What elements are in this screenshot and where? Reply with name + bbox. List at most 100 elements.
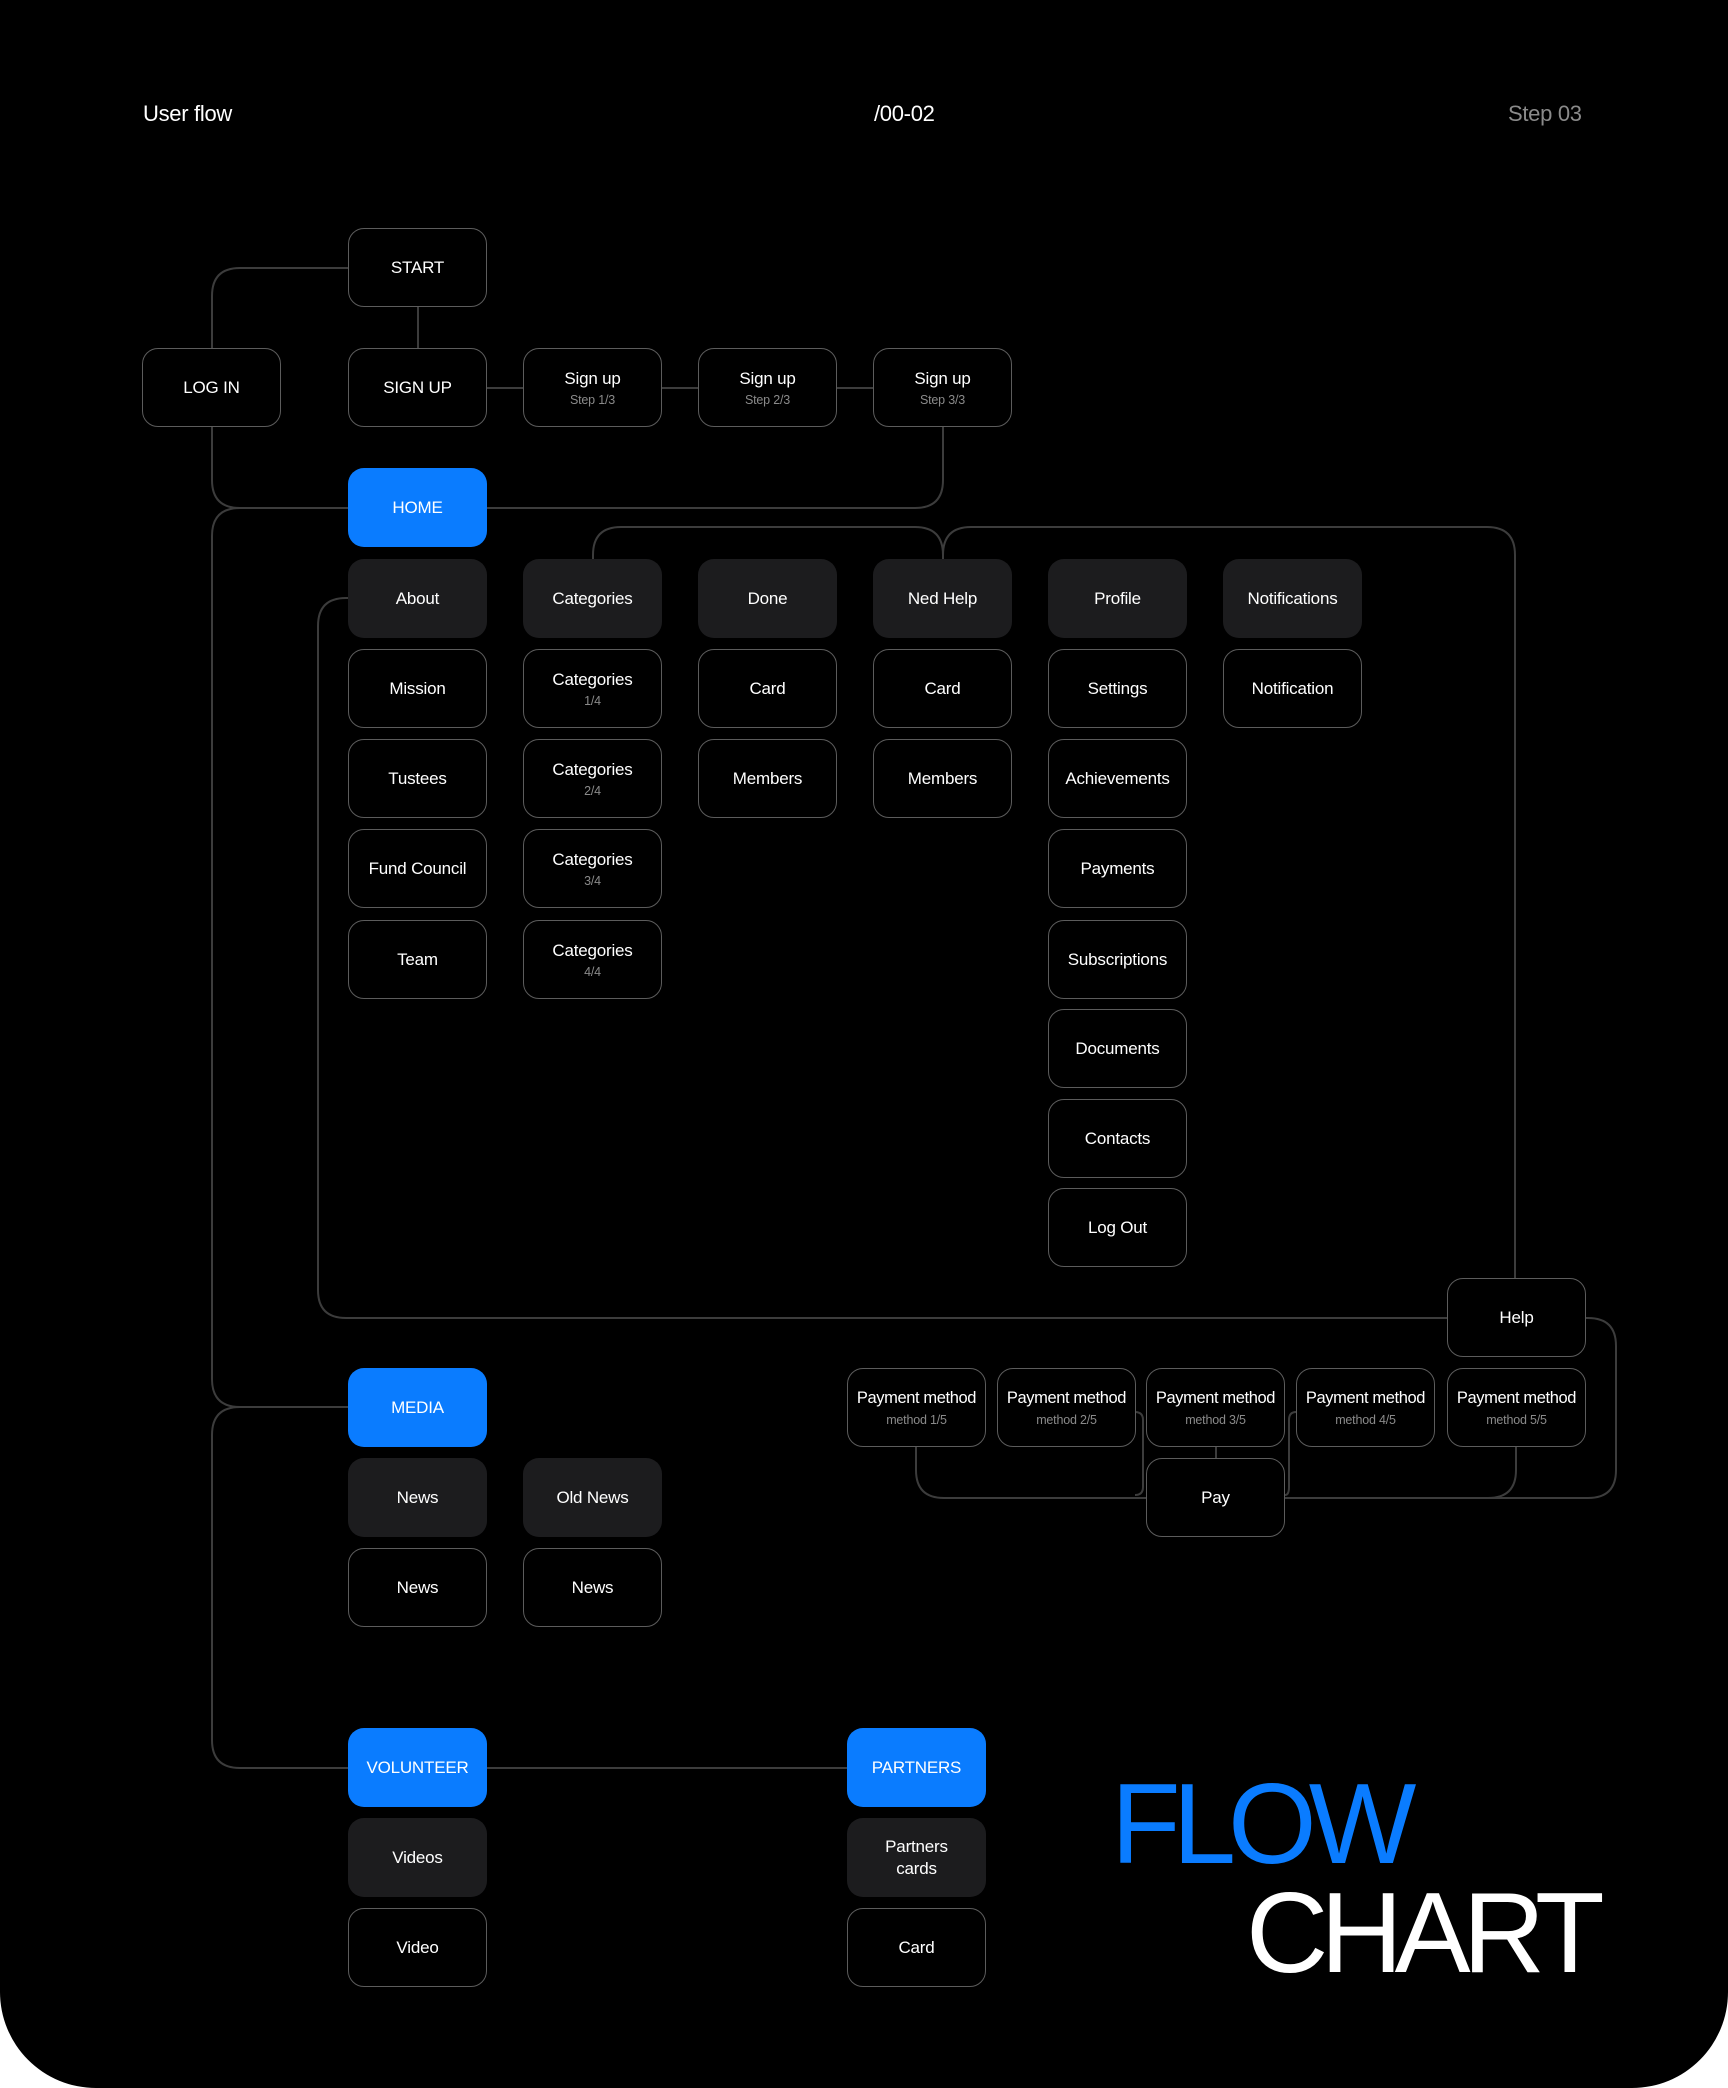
node-sublabel: 4/4: [584, 964, 601, 979]
node-partners-cards[interactable]: Partners cards: [847, 1818, 986, 1897]
node-label: MEDIA: [391, 1398, 444, 1417]
connector-about-help: [317, 597, 1447, 1319]
node-login[interactable]: LOG IN: [142, 348, 281, 427]
node-label: Members: [907, 769, 978, 788]
node-team[interactable]: Team: [348, 920, 487, 999]
node-notifications[interactable]: Notifications: [1223, 559, 1362, 638]
node-label: Fund Council: [368, 859, 467, 878]
node-volunteer[interactable]: VOLUNTEER: [348, 1728, 487, 1807]
node-categories-4[interactable]: Categories 4/4: [523, 920, 662, 999]
node-sublabel: 2/4: [584, 783, 601, 798]
connector-media-volunteer: [211, 1406, 348, 1769]
node-label: About: [395, 589, 440, 608]
node-label: Card: [898, 1938, 935, 1957]
node-old-news-item[interactable]: News: [523, 1548, 662, 1627]
node-label: Subscriptions: [1067, 950, 1168, 969]
node-label: News: [571, 1578, 614, 1597]
node-old-news-header[interactable]: Old News: [523, 1458, 662, 1537]
header-title: User flow: [143, 101, 232, 126]
node-label: Sign up: [914, 368, 971, 388]
node-label: Sign up: [739, 368, 796, 388]
node-partners[interactable]: PARTNERS: [847, 1728, 986, 1807]
node-ned-help-members[interactable]: Members: [873, 739, 1012, 818]
node-label: Achievements: [1065, 769, 1170, 788]
node-label: News: [396, 1578, 439, 1597]
node-signup[interactable]: SIGN UP: [348, 348, 487, 427]
connector-home-media: [211, 507, 348, 1408]
node-label: Pay: [1201, 1488, 1230, 1507]
node-sublabel: method 1/5: [886, 1412, 947, 1427]
connector-pm4-pay: [1284, 1411, 1297, 1496]
node-pay[interactable]: Pay: [1146, 1458, 1285, 1537]
node-sublabel: method 2/5: [1036, 1412, 1097, 1427]
node-categories-3[interactable]: Categories 3/4: [523, 829, 662, 908]
connector-start-login: [211, 267, 348, 348]
title-chart: CHART: [1246, 1870, 1605, 1997]
node-fund-council[interactable]: Fund Council: [348, 829, 487, 908]
node-label: Notifications: [1247, 589, 1338, 608]
node-news-header[interactable]: News: [348, 1458, 487, 1537]
node-sublabel: Step 2/3: [745, 392, 790, 407]
node-done[interactable]: Done: [698, 559, 837, 638]
node-label: Categories: [552, 849, 633, 869]
node-videos[interactable]: Videos: [348, 1818, 487, 1897]
node-start[interactable]: START: [348, 228, 487, 307]
node-help[interactable]: Help: [1447, 1278, 1586, 1357]
node-done-card[interactable]: Card: [698, 649, 837, 728]
node-news-item[interactable]: News: [348, 1548, 487, 1627]
node-label: News: [396, 1488, 439, 1507]
node-done-members[interactable]: Members: [698, 739, 837, 818]
node-mission[interactable]: Mission: [348, 649, 487, 728]
node-label: Notification: [1251, 679, 1334, 698]
connector-help-loop: [1285, 1317, 1617, 1499]
node-label: Partners cards: [885, 1836, 948, 1878]
node-label: Card: [924, 679, 961, 698]
node-about[interactable]: About: [348, 559, 487, 638]
node-label: Old News: [556, 1488, 629, 1507]
node-notification[interactable]: Notification: [1223, 649, 1362, 728]
node-payments[interactable]: Payments: [1048, 829, 1187, 908]
node-label: Documents: [1075, 1039, 1160, 1058]
node-label: SIGN UP: [383, 378, 452, 397]
node-label: START: [390, 258, 445, 277]
node-signup-step-2[interactable]: Sign up Step 2/3: [698, 348, 837, 427]
node-settings[interactable]: Settings: [1048, 649, 1187, 728]
node-contacts[interactable]: Contacts: [1048, 1099, 1187, 1178]
node-label: Payment method: [1155, 1388, 1276, 1407]
node-sublabel: method 4/5: [1335, 1412, 1396, 1427]
node-video[interactable]: Video: [348, 1908, 487, 1987]
node-sublabel: 3/4: [584, 873, 601, 888]
node-label: Help: [1499, 1308, 1534, 1327]
node-label: Categories: [552, 589, 633, 608]
node-achievements[interactable]: Achievements: [1048, 739, 1187, 818]
header-step: Step 03: [1508, 101, 1582, 126]
connector-pm5-pay: [1285, 1447, 1517, 1499]
node-label: Categories: [552, 940, 633, 960]
node-media[interactable]: MEDIA: [348, 1368, 487, 1447]
node-profile[interactable]: Profile: [1048, 559, 1187, 638]
node-label: PARTNERS: [871, 1758, 962, 1777]
node-logout[interactable]: Log Out: [1048, 1188, 1187, 1267]
node-documents[interactable]: Documents: [1048, 1009, 1187, 1088]
node-tustees[interactable]: Tustees: [348, 739, 487, 818]
node-partners-card[interactable]: Card: [847, 1908, 986, 1987]
node-home[interactable]: HOME: [348, 468, 487, 547]
node-subscriptions[interactable]: Subscriptions: [1048, 920, 1187, 999]
node-ned-help-card[interactable]: Card: [873, 649, 1012, 728]
node-label: Done: [747, 589, 788, 608]
node-categories[interactable]: Categories: [523, 559, 662, 638]
node-ned-help[interactable]: Ned Help: [873, 559, 1012, 638]
node-label: HOME: [392, 498, 443, 517]
connector-bracket-right: [942, 526, 1516, 1278]
